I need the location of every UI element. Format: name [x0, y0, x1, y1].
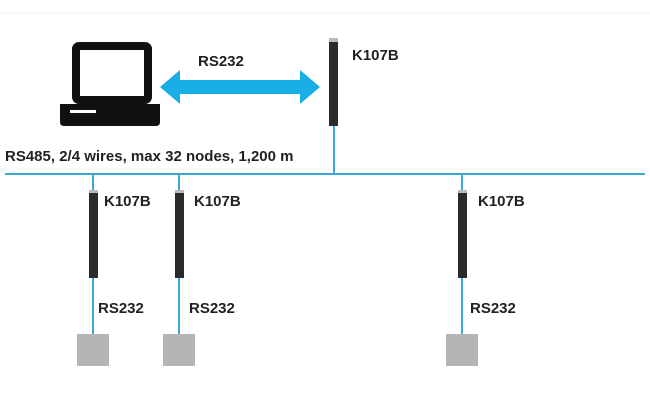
- node-module-device: [175, 190, 184, 278]
- node-end-device: [77, 334, 109, 366]
- bus-label: RS485, 2/4 wires, max 32 nodes, 1,200 m: [5, 148, 294, 165]
- node-1: K107B RS232: [77, 174, 151, 366]
- node-link-label: RS232: [189, 300, 235, 317]
- node-end-device: [446, 334, 478, 366]
- master-module-label: K107B: [352, 47, 399, 64]
- node-module-label: K107B: [194, 193, 241, 210]
- node-link-label: RS232: [98, 300, 144, 317]
- node-link-label: RS232: [470, 300, 516, 317]
- node-module-device: [89, 190, 98, 278]
- master-module-device: [329, 38, 338, 126]
- node-module-label: K107B: [478, 193, 525, 210]
- node-3: K107B RS232: [446, 174, 525, 366]
- node-module-label: K107B: [104, 193, 151, 210]
- top-link-label: RS232: [198, 53, 244, 70]
- node-2: K107B RS232: [163, 174, 241, 366]
- node-end-device: [163, 334, 195, 366]
- rs232-double-arrow: [160, 70, 320, 104]
- computer-monitor-icon: [60, 42, 160, 126]
- node-module-device: [458, 190, 467, 278]
